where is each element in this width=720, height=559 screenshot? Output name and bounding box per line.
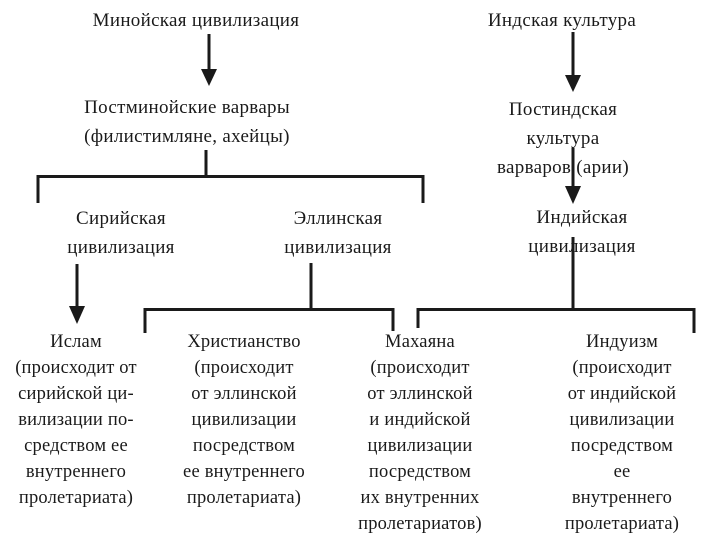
node-indus-culture: Индская культура — [487, 10, 637, 31]
node-minoan-civilization: Минойская цивилизация — [92, 10, 300, 31]
arrow-syriac-to-islam-head — [69, 306, 85, 324]
arrow-postindus-to-indian-head — [565, 186, 581, 204]
arrow-indus-to-postindus-head — [565, 75, 581, 92]
bracket-hellenic-children — [143, 308, 395, 333]
bracket-indian-children — [416, 308, 696, 333]
arrow-minoan-to-postminoan-head — [201, 69, 217, 86]
node-syriac-civilization: Сирийская цивилизация — [67, 208, 175, 258]
node-hellenic-civilization: Эллинская цивилизация — [284, 208, 392, 258]
node-indian-civilization: Индийская цивилизация — [528, 207, 636, 257]
node-hinduism: Индуизм (происходит от индийской цивилиз… — [564, 332, 680, 534]
node-postminoan-barbarians: Постминойские варвары (филистимляне, ахе… — [84, 97, 290, 147]
node-christianity: Христианство (происходит от эллинской ци… — [183, 332, 305, 508]
node-mahayana: Махаяна (происходит от эллинской и индий… — [358, 332, 482, 534]
node-postindus-barbarians: Постиндская культура варваров (арии) — [497, 99, 629, 178]
bracket-postminoan-children — [36, 175, 425, 203]
node-islam: Ислам (происходит от сирийской ци- вилиз… — [15, 332, 137, 508]
